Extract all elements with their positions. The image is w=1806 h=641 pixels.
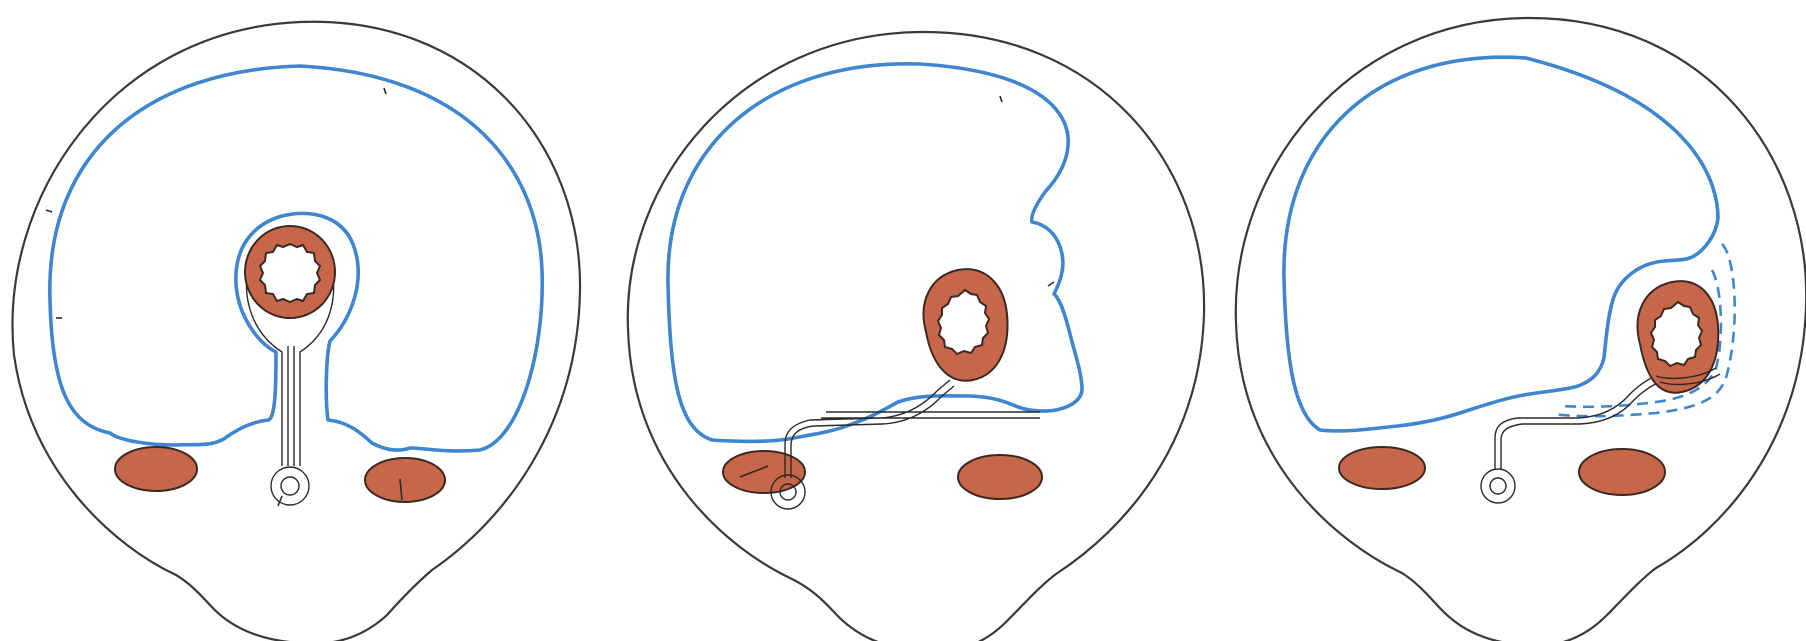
kidney-right — [365, 458, 445, 502]
kidney-right — [958, 455, 1042, 499]
body-wall-outline — [12, 22, 580, 641]
panel-1 — [12, 22, 580, 641]
kidney-left — [723, 451, 805, 493]
kidney-right — [1579, 449, 1665, 495]
gut-lumen — [260, 244, 320, 302]
kidney-left — [115, 447, 197, 491]
panel-3 — [1236, 18, 1806, 641]
panel-2 — [628, 32, 1204, 641]
body-wall-outline — [628, 32, 1204, 641]
kidney-left — [1339, 447, 1425, 489]
